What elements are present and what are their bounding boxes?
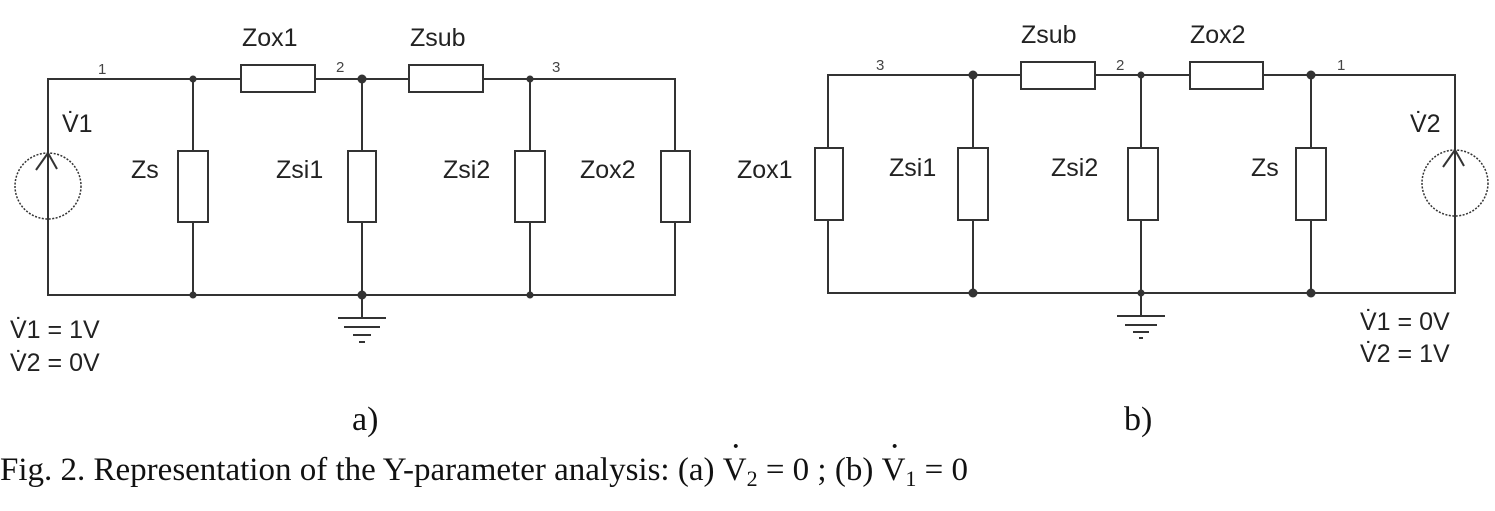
wire-top-right	[483, 78, 676, 151]
condition-v1: V̇1 = 1V	[10, 315, 100, 344]
resistor-zsi1	[347, 150, 377, 223]
panel-a-label: a)	[352, 401, 378, 438]
figure-caption: Fig. 2. Representation of the Y-paramete…	[0, 452, 968, 492]
panel-b-circuit: 3 2 1 Zsub Zox2 Zox1 Zsi1 Zsi2 Zs V̇2 V̇…	[737, 21, 1489, 438]
junction-dot	[189, 291, 197, 299]
junction-dot	[1137, 71, 1145, 79]
label-zsi2: Zsi2	[443, 156, 490, 184]
caption-cond-a: = 0 ; (b)	[757, 452, 882, 488]
node-label: 3	[552, 59, 560, 76]
caption-var-b: V	[882, 452, 906, 489]
label-zox2: Zox2	[1190, 21, 1246, 49]
resistor-zsub	[1020, 61, 1096, 90]
junction-dot	[526, 75, 534, 83]
condition-v2: V̇2 = 0V	[10, 348, 100, 377]
resistor-zs	[177, 150, 209, 223]
wire-top-left	[47, 78, 241, 150]
junction-dot	[1306, 288, 1316, 298]
node-label: 1	[98, 61, 106, 78]
label-source-v2: V̇2	[1410, 109, 1441, 138]
resistor-zox2	[660, 150, 691, 223]
ground-icon	[1117, 315, 1165, 339]
resistor-zox2	[1189, 61, 1264, 90]
resistor-zsi2	[1127, 147, 1159, 221]
ground-icon	[338, 317, 386, 343]
voltage-source-v2-icon	[1421, 148, 1489, 218]
condition-v2: V̇2 = 1V	[1360, 339, 1450, 368]
circuit-diagram: 1 2 3 Zox1 Zsub Zs Zsi1 Zsi2 Zox2 V̇1 V̇…	[10, 21, 1489, 438]
panel-b-label: b)	[1124, 401, 1152, 438]
label-zox2: Zox2	[580, 156, 636, 184]
label-zox1: Zox1	[737, 156, 793, 184]
caption-text: Fig. 2. Representation of the Y-paramete…	[0, 452, 723, 488]
resistor-zox1	[240, 64, 316, 93]
label-zsub: Zsub	[1021, 21, 1077, 49]
resistor-zsi1	[957, 147, 989, 221]
caption-cond-b: = 0	[916, 452, 969, 488]
junction-dot	[526, 291, 534, 299]
junction-dot	[968, 288, 978, 298]
label-zox1: Zox1	[242, 24, 298, 52]
panel-a-circuit: 1 2 3 Zox1 Zsub Zs Zsi1 Zsi2 Zox2 V̇1 V̇…	[10, 24, 691, 438]
node-label: 2	[1116, 57, 1124, 74]
resistor-zsub	[408, 64, 484, 93]
wire-top-left	[827, 74, 1021, 148]
voltage-source-v1-icon	[14, 150, 82, 220]
label-zs: Zs	[131, 156, 159, 184]
node-label: 3	[876, 57, 884, 74]
label-source-v1: V̇1	[62, 109, 93, 138]
caption-var-a: V	[723, 452, 747, 489]
caption-sub-b: 1	[905, 466, 917, 491]
label-zsi1: Zsi1	[889, 154, 936, 182]
resistor-zsi2	[514, 150, 546, 223]
label-zsi2: Zsi2	[1051, 154, 1098, 182]
junction-dot	[1137, 289, 1145, 297]
node-label: 1	[1337, 57, 1345, 74]
label-zs: Zs	[1251, 154, 1279, 182]
node-label: 2	[336, 59, 344, 76]
resistor-zs	[1295, 147, 1327, 221]
junction-dot	[968, 70, 978, 80]
resistor-zox1	[814, 147, 844, 221]
junction-dot	[357, 74, 367, 84]
label-zsub: Zsub	[410, 24, 466, 52]
junction-dot	[357, 290, 367, 300]
junction-dot	[1306, 70, 1316, 80]
wire-top-right	[1263, 74, 1456, 150]
caption-sub-a: 2	[746, 466, 758, 491]
condition-v1: V̇1 = 0V	[1360, 307, 1450, 336]
label-zsi1: Zsi1	[276, 156, 323, 184]
junction-dot	[189, 75, 197, 83]
